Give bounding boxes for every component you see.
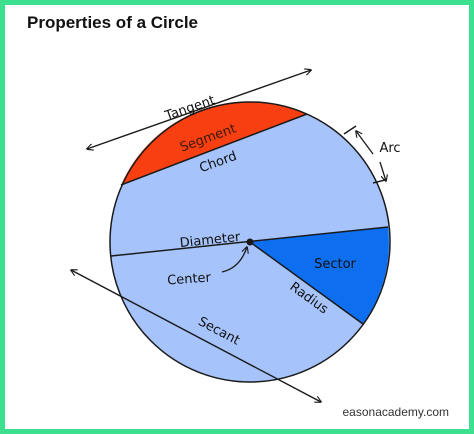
arc-label: Arc xyxy=(379,141,400,156)
center-label: Center xyxy=(167,270,212,288)
arc-arrow-up xyxy=(356,131,374,155)
tangent-line xyxy=(87,70,311,149)
diagram-title: Properties of a Circle xyxy=(27,13,199,32)
arc-arrow-down xyxy=(379,161,386,181)
center-point xyxy=(246,238,254,246)
site-credit: easonacademy.com xyxy=(342,405,450,419)
secant-line xyxy=(71,270,321,402)
arc-tick-top xyxy=(343,125,357,135)
sector-label: Sector xyxy=(314,257,356,272)
center-pointer-arrow xyxy=(221,247,247,273)
diameter-label: Diameter xyxy=(179,230,242,251)
